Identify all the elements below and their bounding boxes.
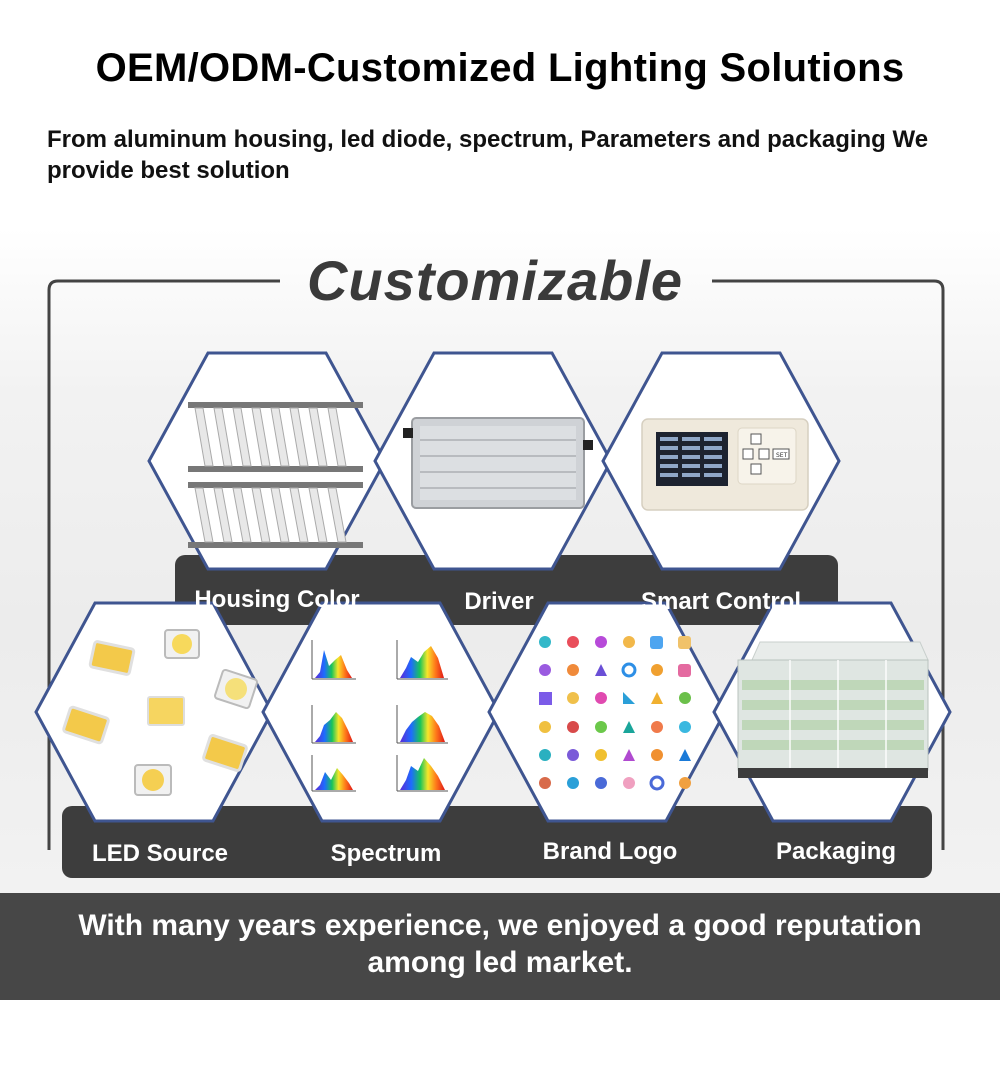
hex-smart-control: SET bbox=[601, 351, 841, 571]
label-brand-logo: Brand Logo bbox=[542, 838, 678, 865]
hex-spectrum bbox=[261, 601, 501, 823]
label-packaging: Packaging bbox=[775, 838, 897, 865]
led-chip-icon bbox=[62, 629, 258, 796]
footer-text: With many years experience, we enjoyed a… bbox=[78, 909, 922, 979]
label-spectrum: Spectrum bbox=[330, 840, 442, 867]
hex-housing-color bbox=[147, 351, 387, 571]
hex-brand-logo bbox=[487, 601, 727, 823]
controller-panel-icon: SET bbox=[641, 418, 809, 511]
section-heading: Customizable bbox=[306, 249, 684, 312]
pallet-package-icon bbox=[737, 641, 929, 778]
page-title: OEM/ODM-Customized Lighting Solutions bbox=[95, 46, 905, 90]
label-housing-color: Housing Color bbox=[194, 586, 360, 613]
hex-led-source bbox=[34, 601, 274, 823]
footer-band bbox=[0, 893, 1000, 1000]
led-driver-icon bbox=[403, 417, 593, 509]
frame-line-right bbox=[712, 279, 945, 850]
page-subtitle: From aluminum housing, led diode, spectr… bbox=[47, 126, 929, 184]
spectrum-graph-icon bbox=[311, 640, 448, 792]
hex-driver bbox=[373, 351, 613, 571]
hex-packaging bbox=[712, 601, 952, 823]
label-led-source: LED Source bbox=[91, 840, 229, 867]
label-driver: Driver bbox=[464, 588, 534, 615]
frame-line-left bbox=[47, 279, 280, 850]
logo-grid-icon bbox=[539, 636, 691, 791]
grow-light-fixture-icon bbox=[188, 402, 363, 548]
label-band-bottom bbox=[62, 806, 932, 878]
controller-set-label: SET bbox=[776, 452, 788, 459]
label-smart-control: Smart Control bbox=[640, 588, 801, 615]
